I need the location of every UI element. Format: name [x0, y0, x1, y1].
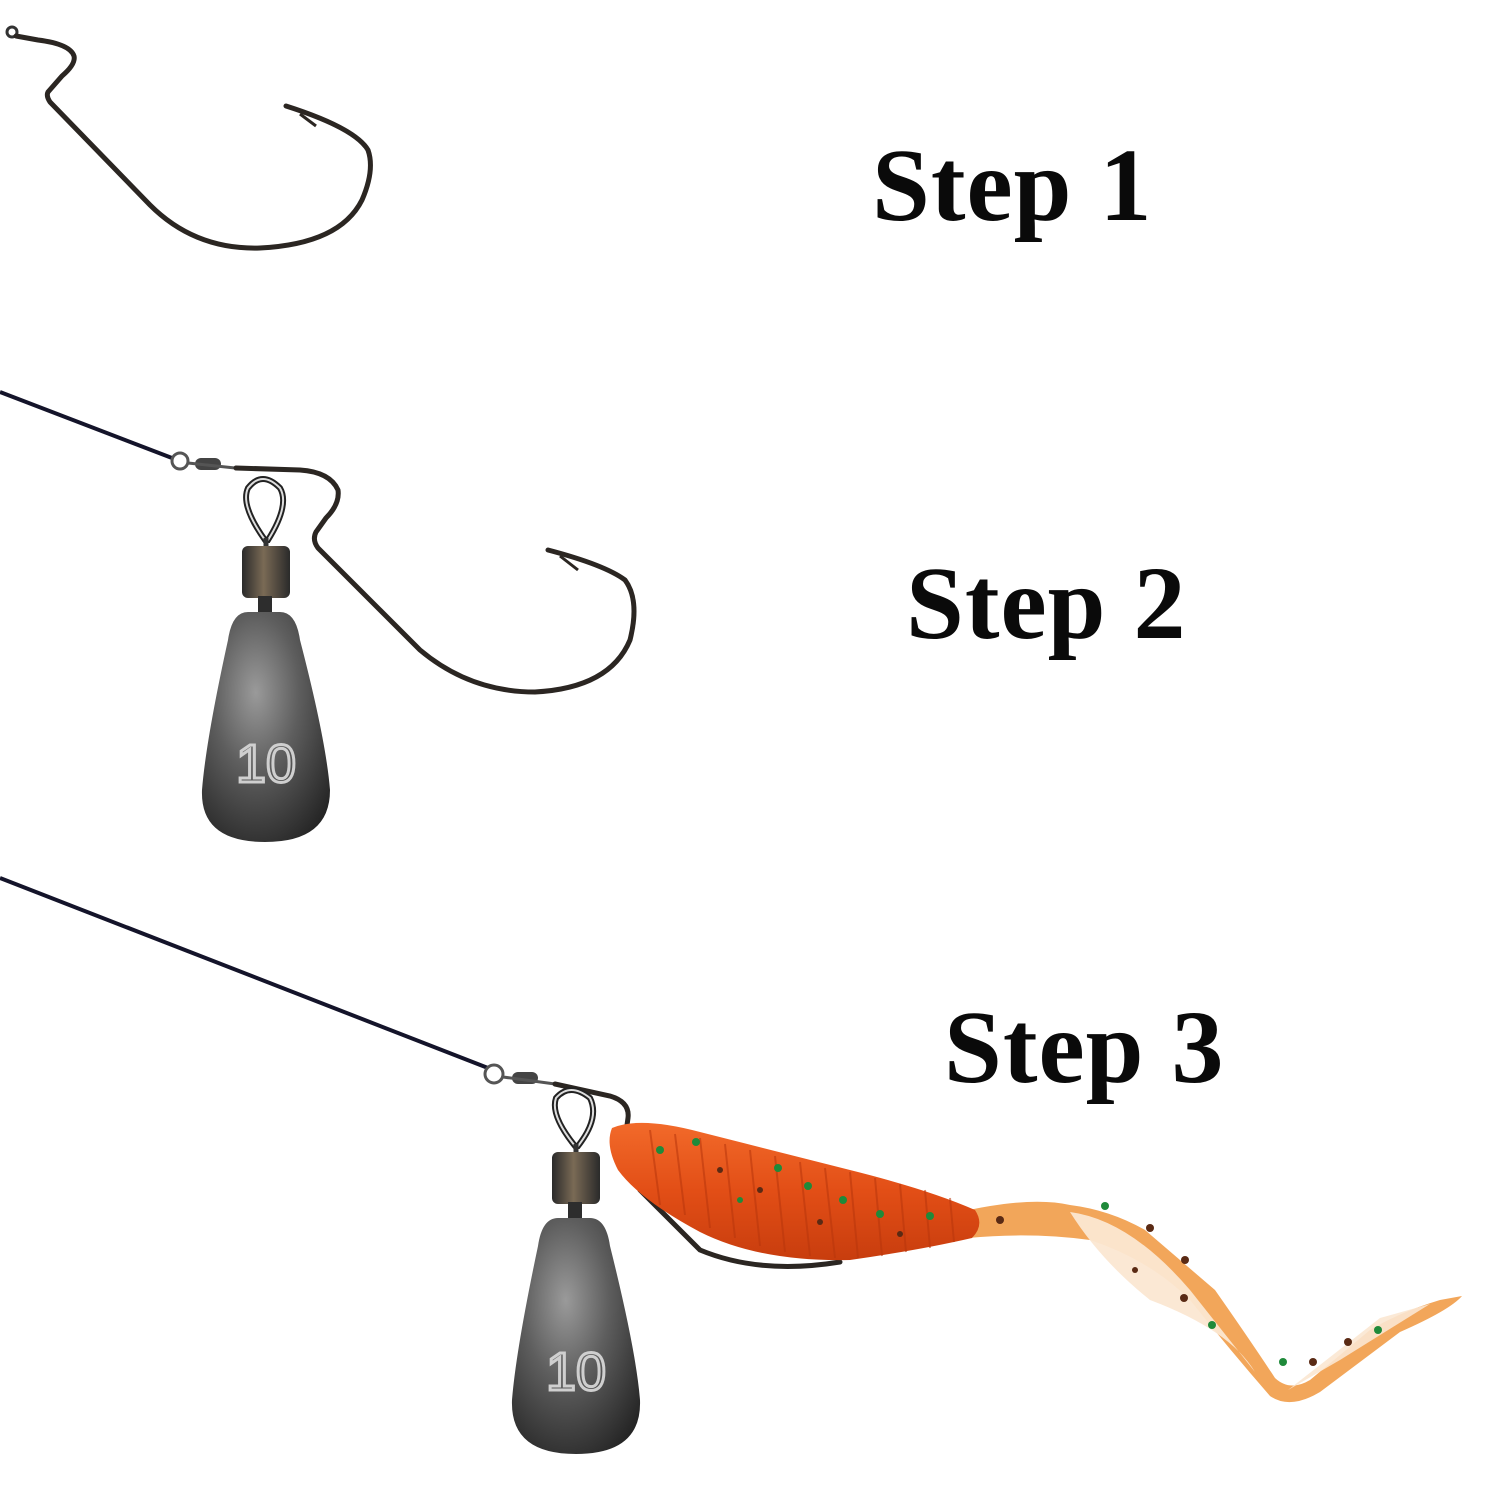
step-3-label: Step 3 [944, 990, 1225, 1105]
step1-hook [5, 25, 373, 251]
step3-rig: 10 [0, 876, 1462, 1454]
sinker-marking: 10 [236, 734, 296, 794]
step-2-label: Step 2 [906, 546, 1187, 661]
step2-rig: 10 [0, 390, 637, 842]
curly-tail-worm [609, 1122, 1462, 1403]
sinker-marking: 10 [546, 1342, 606, 1402]
step-1-label: Step 1 [872, 128, 1153, 243]
